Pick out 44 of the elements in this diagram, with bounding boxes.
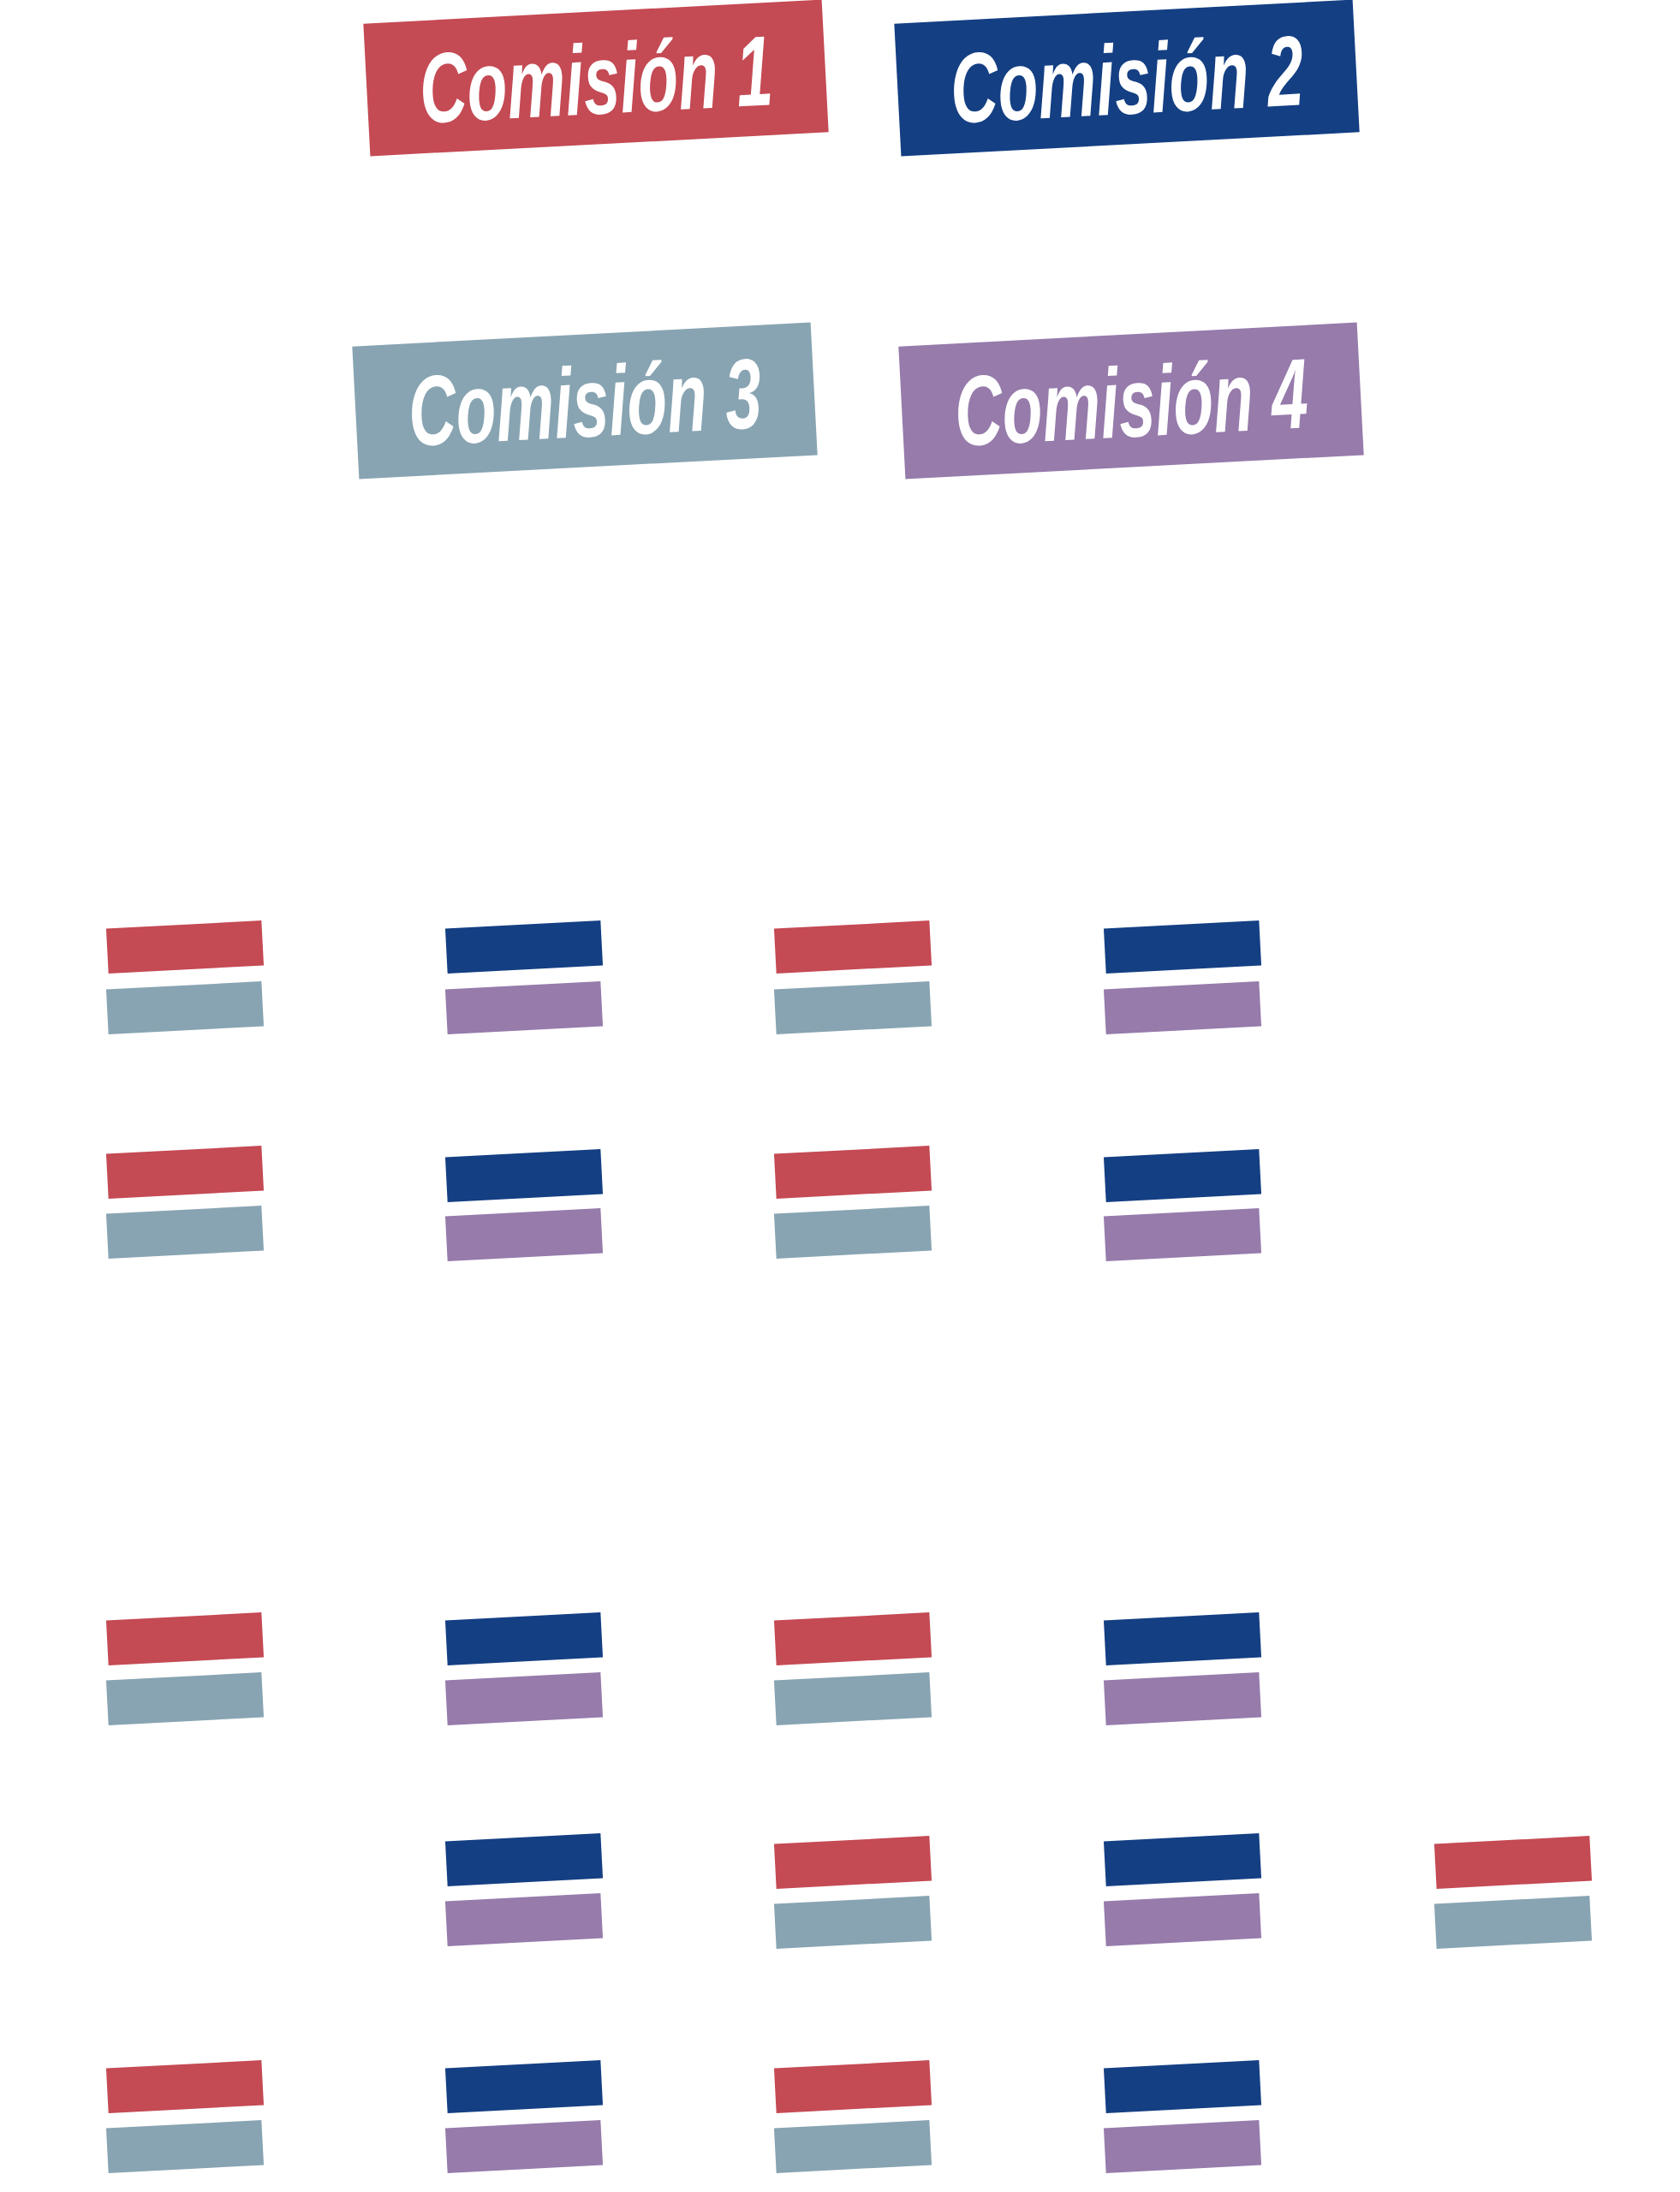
tilted-bar	[773, 981, 932, 1034]
tilted-bar	[773, 1206, 932, 1259]
tilted-bar	[444, 1149, 604, 1202]
tilted-bar	[773, 1612, 932, 1665]
tilted-bar	[105, 1612, 265, 1665]
tilted-bar	[105, 2120, 265, 2173]
tilted-bar	[1103, 1208, 1262, 1261]
tilted-bar	[773, 920, 932, 974]
label-banner: Comisión 2	[894, 0, 1360, 157]
tilted-bar	[444, 1893, 604, 1946]
tilted-bar	[444, 2060, 604, 2113]
tilted-bar	[1103, 920, 1262, 974]
tilted-bar	[105, 1146, 265, 1199]
tilted-bar	[105, 2060, 265, 2113]
tilted-bar	[773, 2120, 932, 2173]
tilted-bar	[1103, 1612, 1262, 1665]
tilted-bar	[773, 1672, 932, 1725]
tilted-bar	[444, 1612, 604, 1665]
tilted-bar	[444, 2120, 604, 2173]
tilted-bar	[444, 1208, 604, 1261]
tilted-bar	[105, 920, 265, 974]
tilted-bar	[444, 981, 604, 1034]
tilted-bar	[105, 1206, 265, 1259]
label-banner: Comisión 1	[363, 0, 829, 157]
tilted-bar	[773, 1146, 932, 1199]
tilted-bar	[773, 1836, 932, 1889]
tilted-bar	[1103, 1833, 1262, 1886]
tilted-bar	[773, 2060, 932, 2113]
tilted-bar	[1103, 2120, 1262, 2173]
label-banner: Comisión 4	[898, 322, 1364, 480]
tilted-bar	[444, 1672, 604, 1725]
tilted-bar	[1103, 1149, 1262, 1202]
tilted-bar	[1433, 1836, 1593, 1889]
tilted-bar	[773, 1896, 932, 1949]
tilted-bar	[444, 920, 604, 974]
tilted-bar	[1103, 1893, 1262, 1946]
label-banner: Comisión 3	[352, 322, 818, 480]
tilted-bar	[105, 1672, 265, 1725]
tilted-bar	[444, 1833, 604, 1886]
tilted-bar	[1103, 2060, 1262, 2113]
tilted-bar	[105, 981, 265, 1034]
tilted-bar	[1433, 1896, 1593, 1949]
tilted-bar	[1103, 1672, 1262, 1725]
tilted-bar	[1103, 981, 1262, 1034]
